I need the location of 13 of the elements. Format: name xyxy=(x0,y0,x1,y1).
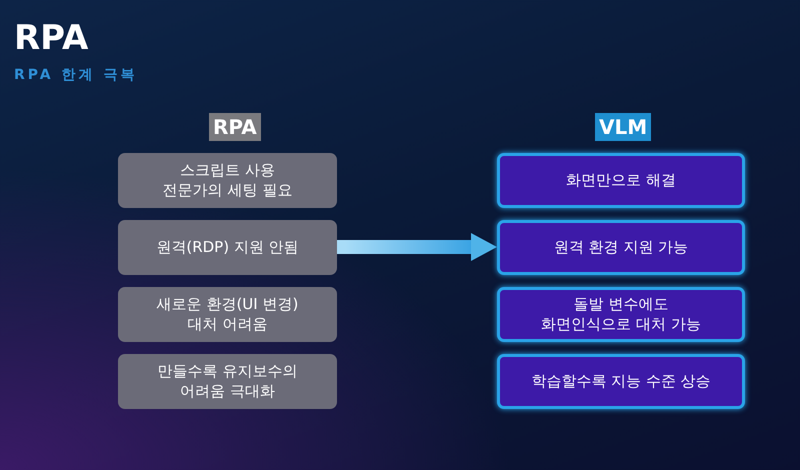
limitation-box: 만들수록 유지보수의 어려움 극대화 xyxy=(118,354,337,409)
column-header: RPA xyxy=(209,113,261,141)
limitation-box: 스크립트 사용 전문가의 세팅 필요 xyxy=(118,153,337,208)
limitation-box: 원격(RDP) 지원 안됨 xyxy=(118,220,337,275)
solution-box: 원격 환경 지원 가능 xyxy=(497,220,745,275)
arrow xyxy=(337,233,497,261)
solution-box: 학습할수록 지능 수준 상승 xyxy=(497,354,745,409)
column-header: VLM xyxy=(595,113,652,141)
solution-box: 화면만으로 해결 xyxy=(497,153,745,208)
solution-box: 돌발 변수에도 화면인식으로 대처 가능 xyxy=(497,287,745,342)
subtitle: RPA 한계 극복 xyxy=(14,66,138,84)
limitation-box: 새로운 환경(UI 변경) 대처 어려움 xyxy=(118,287,337,342)
slide-title: RPA xyxy=(14,18,88,58)
